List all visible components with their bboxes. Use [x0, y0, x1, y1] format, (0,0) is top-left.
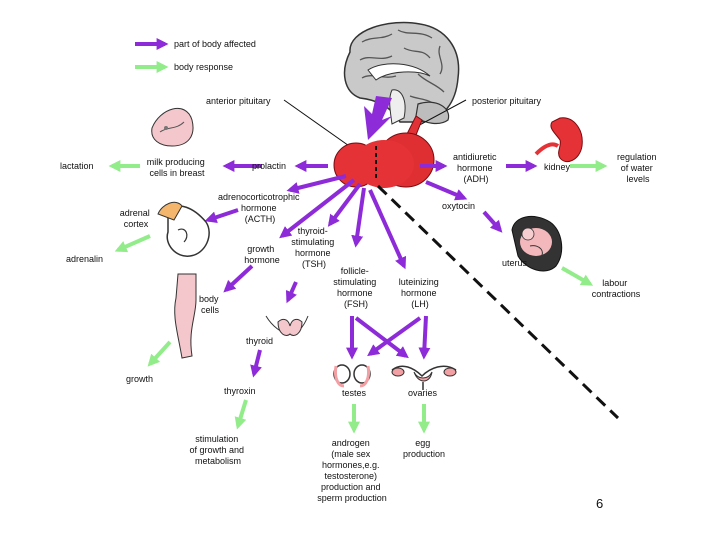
anterior-pituitary-label: anterior pituitary [206, 96, 271, 106]
breast-icon [151, 108, 194, 147]
pituitary-gland-icon [333, 115, 435, 188]
androgen-label: androgen (male sex hormones,e.g. testost… [317, 438, 387, 503]
lh-label: luteinizing hormone (LH) [399, 277, 442, 309]
lactation-label: lactation [60, 161, 94, 171]
response-arrows [108, 160, 608, 434]
uterus-fetus-icon [511, 215, 563, 272]
leader-posterior [413, 99, 467, 129]
testes-icon [333, 364, 371, 388]
hormone-arrows [204, 160, 538, 378]
adrenalin-label: adrenalin [66, 254, 103, 264]
legend-response-label: body response [174, 62, 233, 72]
oxytocin-label: oxytocin [442, 201, 475, 211]
page-number: 6 [596, 496, 603, 511]
milk-cells-label: milk producing cells in breast [147, 157, 208, 178]
thyroxin-label: thyroxin [224, 386, 256, 396]
egg-label: egg production [403, 438, 445, 459]
acth-label: adrenocorticotrophic hormone (ACTH) [218, 192, 302, 224]
legend-affected-label: part of body affected [174, 39, 256, 49]
testes-label: testes [342, 388, 367, 398]
water-label: regulation of water levels [617, 152, 659, 184]
stimulation-label: stimulation of growth and metabolism [189, 434, 246, 466]
thyroid-icon [265, 315, 309, 336]
kidney-icon [534, 117, 583, 162]
adrenal-cortex-label: adrenal cortex [120, 208, 153, 229]
brain-icon [343, 21, 460, 125]
thyroid-label: thyroid [246, 336, 273, 346]
leader-anterior [283, 99, 353, 149]
adh-label: antidiuretic hormone (ADH) [453, 152, 499, 184]
leg-icon [174, 273, 197, 359]
prolactin-label: prolactin [252, 161, 286, 171]
labels: prolactin milk producing cells in breast… [60, 152, 659, 503]
hypothalamus-arrow [364, 96, 392, 140]
ovaries-label: ovaries [408, 388, 438, 398]
labour-label: labour contractions [592, 278, 641, 299]
body-cells-label: body cells [199, 294, 221, 315]
tsh-label: thyroid- stimulating hormone (TSH) [291, 226, 337, 269]
posterior-pituitary-label: posterior pituitary [472, 96, 542, 106]
fsh-label: follicle- stimulating hormone (FSH) [333, 266, 379, 309]
ovaries-icon [391, 365, 457, 390]
growth-hormone-label: growth hormone [244, 244, 280, 265]
uterus-label: uterus [502, 258, 528, 268]
adrenal-kidney-icon [157, 201, 210, 257]
growth-label: growth [126, 374, 153, 384]
kidney-label: kidney [544, 162, 571, 172]
